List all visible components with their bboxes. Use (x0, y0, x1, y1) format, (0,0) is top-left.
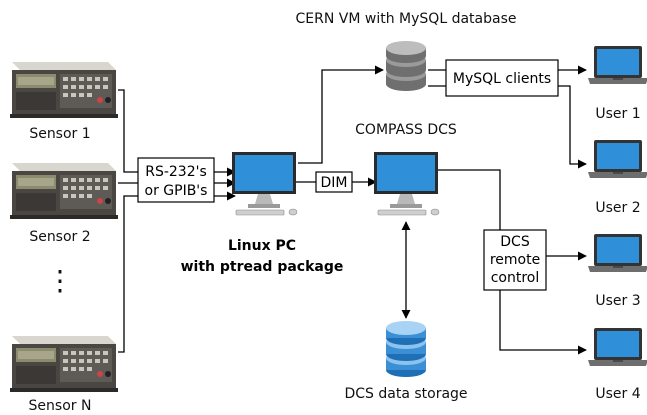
sensor-2-icon (10, 163, 118, 219)
user-2-laptop-icon (588, 140, 647, 178)
dim-label: DIM (321, 175, 348, 191)
sensor-2-label: Sensor 2 (29, 229, 90, 245)
linux-pc-label-line2: with ptread package (181, 259, 344, 275)
dcs-remote-line2: remote (490, 252, 540, 268)
linux-pc-label-line1: Linux PC (228, 238, 296, 254)
user-3-laptop-icon (588, 234, 647, 272)
mysql-database-icon (386, 41, 426, 91)
sensor-1-icon (10, 62, 118, 118)
dcs-remote-line1: DCS (500, 234, 530, 250)
sensor-n-label: Sensor N (29, 398, 92, 414)
dcs-remote-box (483, 229, 547, 291)
compass-dcs-label: COMPASS DCS (355, 122, 457, 138)
sensor-n-icon (10, 336, 118, 392)
rs232-line2: or GPIB's (145, 183, 208, 199)
user-4-label: User 4 (595, 386, 640, 402)
rs232-box (137, 157, 215, 203)
wire-pc-to-db (298, 65, 384, 164)
user-1-laptop-icon (588, 46, 647, 84)
compass-dcs-pc-icon (373, 151, 440, 216)
linux-pc-icon (231, 151, 298, 216)
dcs-storage-database-icon (386, 321, 426, 377)
cern-vm-label: CERN VM with MySQL database (296, 11, 517, 27)
rs232-line1: RS-232's (145, 164, 207, 180)
sensor-ellipsis: ⋮ (46, 264, 74, 297)
user-1-label: User 1 (595, 106, 640, 122)
sensor-1-label: Sensor 1 (29, 126, 90, 142)
dcs-remote-line3: control (491, 270, 540, 286)
user-4-laptop-icon (588, 328, 647, 366)
mysql-clients-box (445, 59, 559, 97)
user-2-label: User 2 (595, 200, 640, 216)
user-3-label: User 3 (595, 293, 640, 309)
mysql-clients-label: MySQL clients (453, 71, 551, 87)
dim-box (315, 171, 353, 193)
dcs-data-storage-label: DCS data storage (344, 386, 467, 402)
